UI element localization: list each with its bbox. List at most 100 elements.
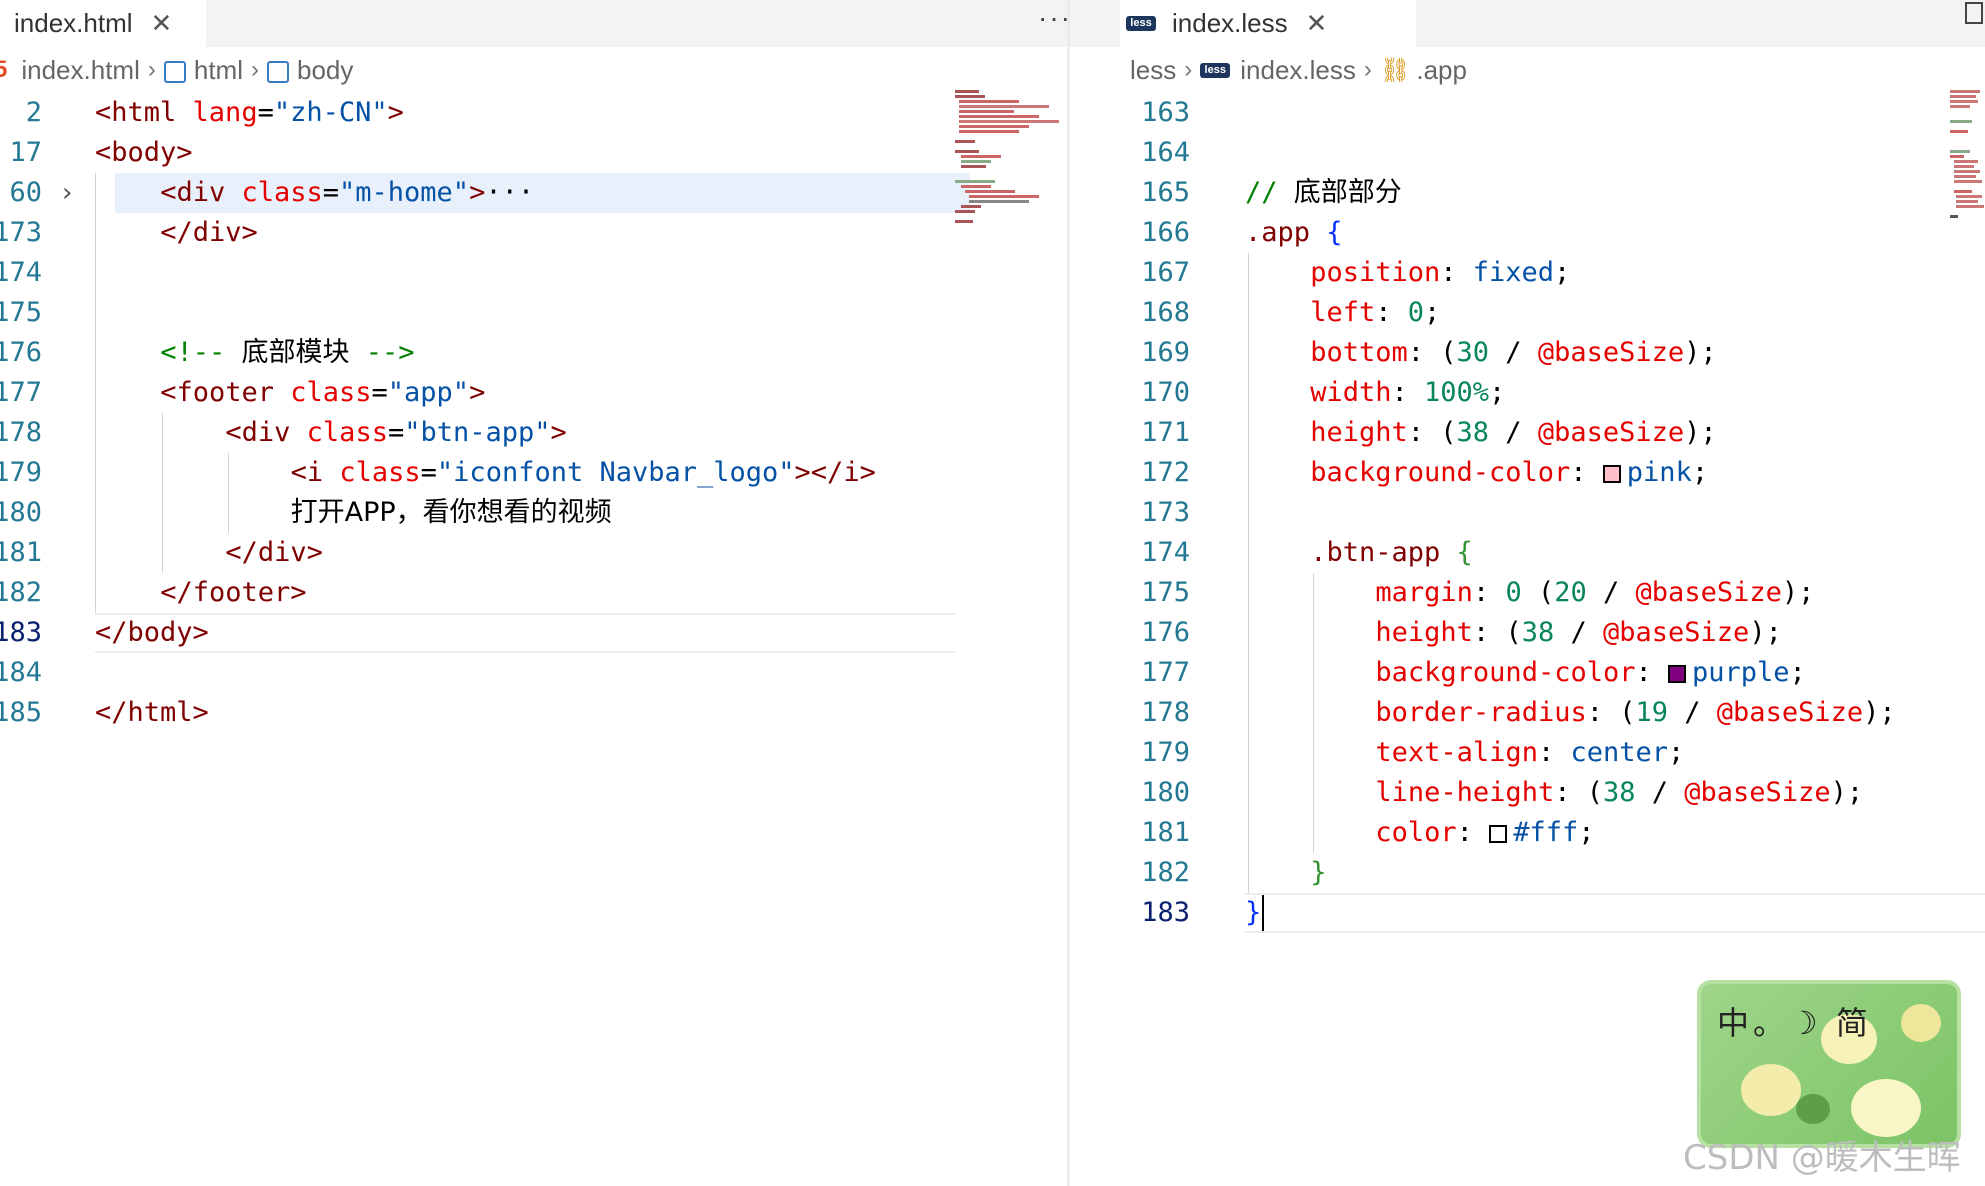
minimap-line	[1950, 120, 1972, 123]
code-token: )	[1684, 417, 1701, 448]
breadcrumb: less › less index.less › ⛓ .app	[1070, 47, 1985, 93]
minimap-line	[959, 100, 1019, 103]
code-token: "m-home"	[339, 177, 470, 208]
leaf-decoration	[1796, 1094, 1830, 1124]
code-token: -->	[349, 337, 415, 368]
line-number: 175	[0, 297, 42, 328]
code-token: {	[1456, 537, 1473, 568]
code-token: ;	[1700, 337, 1717, 368]
tab-index-html[interactable]: index.html ✕	[0, 0, 206, 47]
code-token: 30	[1456, 337, 1490, 368]
code-token: <i	[290, 457, 340, 488]
less-file-icon: less	[1200, 62, 1231, 78]
code-token: 20	[1554, 577, 1587, 608]
minimap-line	[959, 105, 1049, 108]
ime-label: 中。☽ 简	[1717, 1004, 1872, 1042]
chevron-right-icon: ›	[1363, 56, 1372, 83]
minimap-line	[959, 125, 1029, 128]
code-token: 底部模块	[241, 337, 350, 368]
symbol-class-icon: ⛓	[1379, 56, 1411, 84]
code-token: @baseSize	[1684, 777, 1831, 808]
code-token: class	[290, 377, 372, 408]
cube-icon	[266, 61, 289, 83]
breadcrumb-symbol[interactable]: .app	[1416, 54, 1467, 85]
code-token: 38	[1456, 417, 1490, 448]
code-token: 底部部分	[1293, 177, 1402, 208]
code-token: ;	[1700, 417, 1717, 448]
code-token: class	[306, 417, 388, 448]
code-line: <!-- 底部模块 -->	[160, 333, 414, 373]
code-token: :	[1570, 457, 1603, 488]
code-token: line-height	[1375, 777, 1555, 808]
code-token: </body>	[95, 617, 209, 648]
split-editor-icon[interactable]	[1965, 2, 1983, 24]
code-token: <div	[160, 177, 242, 208]
minimap-line	[1954, 180, 1982, 183]
code-token: )	[1781, 577, 1799, 608]
indent-guide	[162, 413, 163, 573]
line-number: 182	[0, 577, 42, 608]
breadcrumb-html[interactable]: html	[193, 54, 243, 85]
code-token: :	[1554, 777, 1587, 808]
line-number: 168	[1141, 297, 1190, 328]
code-line: }	[1310, 853, 1326, 893]
color-swatch-icon[interactable]	[1602, 465, 1621, 483]
code-token: ;	[1554, 257, 1571, 288]
line-number: 165	[1141, 177, 1190, 208]
minimap-line	[955, 95, 985, 98]
code-token: ···	[485, 177, 535, 208]
line-number: 179	[1141, 737, 1190, 768]
tab-bar: index.html ✕ ···	[0, 0, 1070, 47]
minimap-line	[961, 165, 986, 168]
minimap-line	[961, 185, 991, 188]
code-line: }	[1245, 893, 1261, 933]
code-token: 0	[1407, 297, 1424, 328]
code-token: =	[371, 377, 388, 408]
line-number: 183	[1141, 897, 1190, 928]
line-number: 173	[0, 217, 42, 248]
flower-decoration	[1741, 1064, 1801, 1116]
code-token: width	[1310, 377, 1392, 408]
minimap-line	[1950, 105, 1970, 108]
close-icon[interactable]: ✕	[150, 8, 173, 38]
chevron-right-icon: ›	[250, 56, 259, 83]
code-token: .btn-app	[1310, 537, 1457, 568]
code-line: height: (38 / @baseSize);	[1310, 413, 1716, 453]
minimap-line	[1956, 195, 1982, 198]
code-token: /	[1586, 577, 1636, 608]
code-token: <footer	[160, 377, 291, 408]
code-token: background-color	[1375, 657, 1636, 688]
fold-chevron-icon[interactable]: ›	[62, 178, 73, 208]
minimap-line	[969, 195, 1039, 198]
code-line: border-radius: (19 / @baseSize);	[1375, 693, 1895, 733]
html5-icon: 5	[0, 56, 8, 83]
pane-splitter[interactable]	[1067, 0, 1070, 1186]
breadcrumb-file[interactable]: index.html	[21, 54, 140, 85]
code-token	[1522, 577, 1538, 608]
tab-index-less[interactable]: less index.less ✕	[1120, 0, 1416, 47]
code-token: :	[1407, 337, 1441, 368]
code-line: <div class="m-home">···	[160, 173, 534, 213]
code-token: 19	[1635, 697, 1669, 728]
code-token: >	[469, 377, 486, 408]
current-line-highlight	[115, 173, 970, 213]
ime-status-widget[interactable]: 中。☽ 简	[1697, 980, 1961, 1148]
breadcrumb-body[interactable]: body	[296, 54, 354, 85]
code-token: }	[1245, 897, 1262, 928]
minimap[interactable]	[1950, 90, 1984, 240]
code-token: 38	[1521, 617, 1555, 648]
minimap[interactable]	[955, 90, 1065, 240]
breadcrumb-folder[interactable]: less	[1130, 54, 1177, 85]
flower-decoration	[1821, 1014, 1877, 1064]
line-number: 173	[1141, 497, 1190, 528]
minimap-line	[955, 210, 975, 213]
code-token: @baseSize	[1537, 417, 1685, 448]
color-swatch-icon[interactable]	[1489, 825, 1508, 843]
more-actions-icon[interactable]: ···	[1038, 2, 1070, 33]
breadcrumb-file[interactable]: index.less	[1240, 54, 1356, 85]
line-number: 178	[0, 417, 42, 448]
minimap-line	[959, 120, 1059, 123]
close-icon[interactable]: ✕	[1305, 8, 1328, 38]
code-token: /	[1635, 777, 1685, 808]
color-swatch-icon[interactable]	[1668, 665, 1686, 683]
